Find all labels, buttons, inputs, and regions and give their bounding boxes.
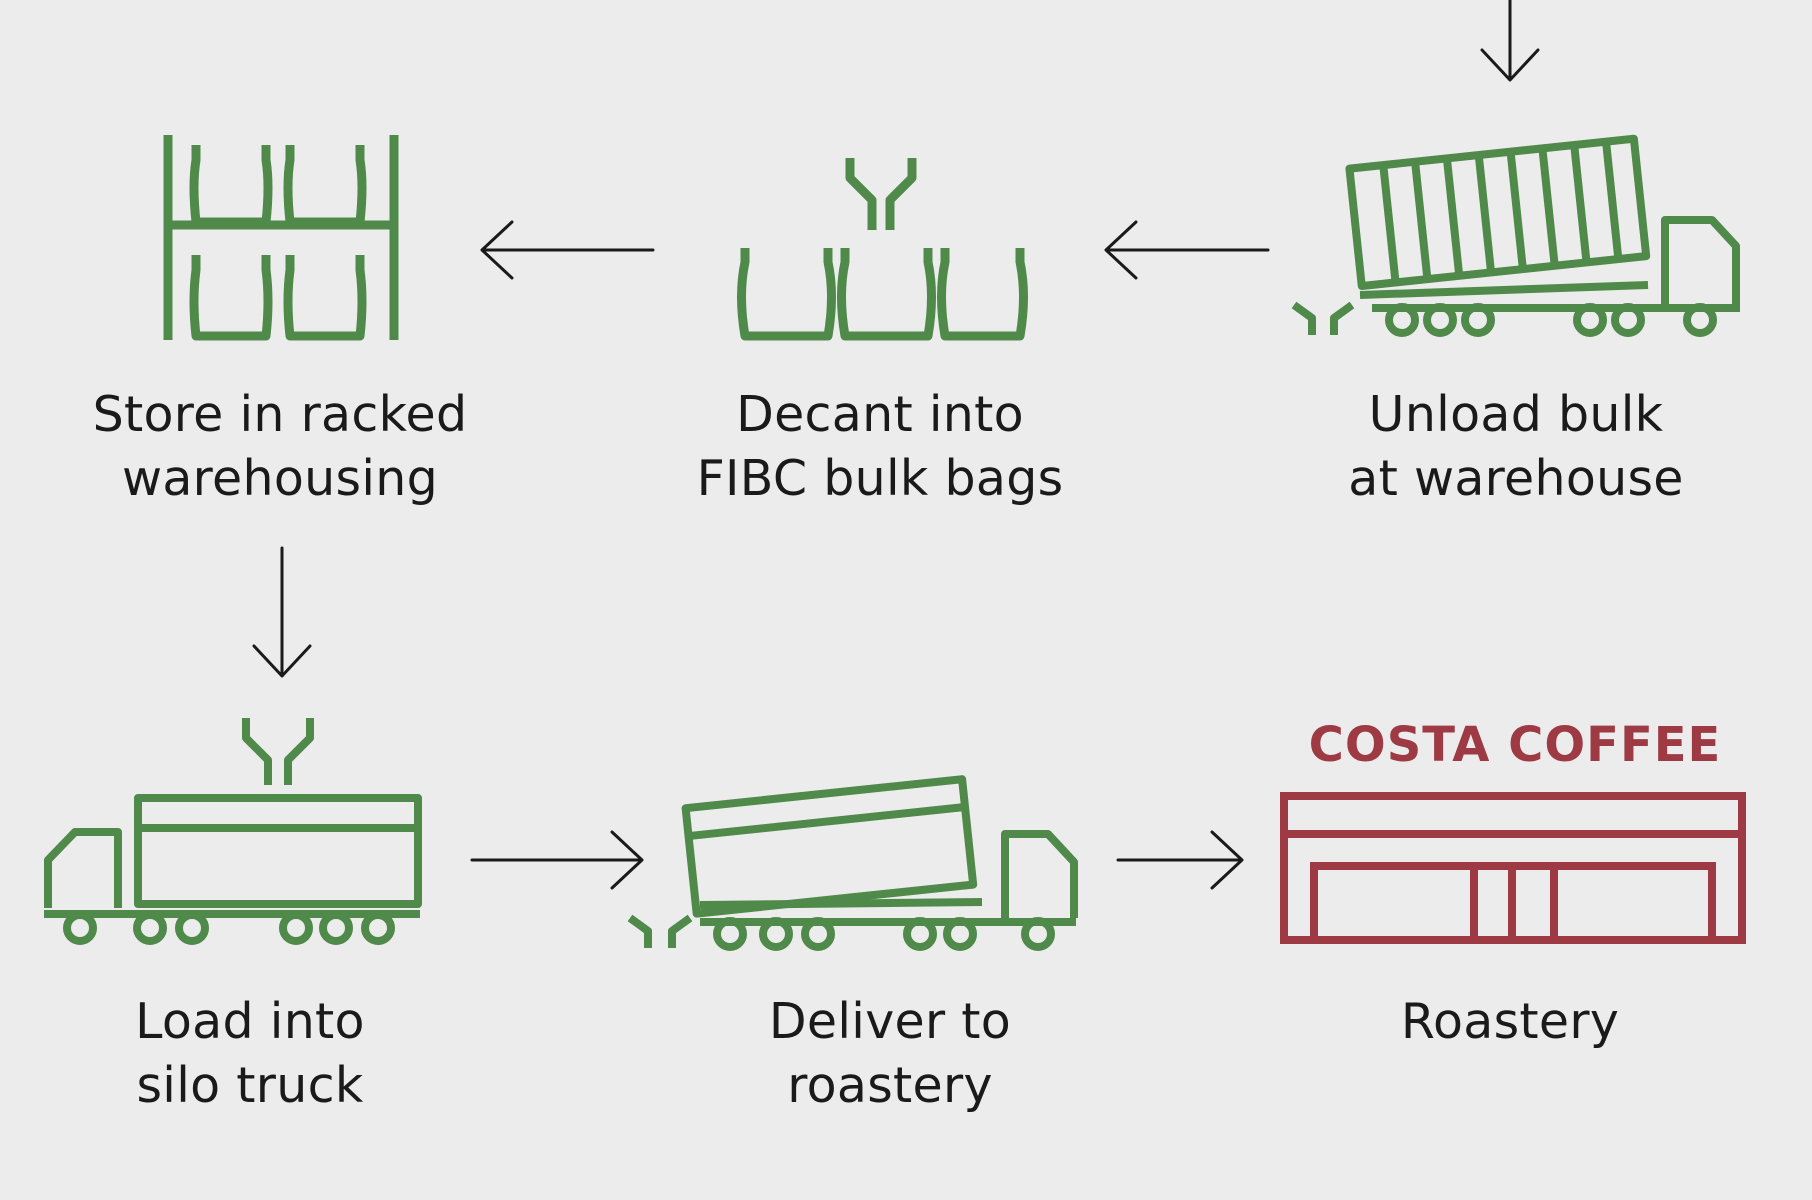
step-label-decant: Decant into FIBC bulk bags	[660, 383, 1100, 511]
step-label-load-line1: Load into	[135, 993, 365, 1050]
step-label-decant-line2: FIBC bulk bags	[696, 450, 1064, 507]
step-label-store-line2: warehousing	[121, 450, 438, 507]
silo-truck-icon	[44, 718, 422, 945]
step-label-store-line1: Store in racked	[92, 386, 468, 443]
arrow-down-store-to-load	[252, 546, 312, 678]
arrow-right-deliver-to-roastery	[1116, 830, 1244, 890]
fibc-bulk-bags-icon	[737, 158, 1028, 341]
step-label-load-line2: silo truck	[136, 1057, 364, 1114]
arrow-left-unload-to-decant	[1104, 220, 1270, 280]
arrow-down-into-unload	[1480, 0, 1540, 82]
step-label-roastery: Roastery	[1290, 990, 1730, 1054]
tipper-truck-icon	[1291, 134, 1740, 337]
step-label-deliver-line2: roastery	[787, 1057, 993, 1114]
step-label-unload-line1: Unload bulk	[1368, 386, 1664, 443]
step-label-roastery-line1: Roastery	[1400, 993, 1620, 1050]
arrow-right-load-to-deliver	[470, 830, 644, 890]
step-label-unload: Unload bulk at warehouse	[1296, 383, 1736, 511]
tipping-silo-truck-icon	[627, 775, 1078, 951]
step-label-unload-line2: at warehouse	[1348, 450, 1684, 507]
step-label-store: Store in racked warehousing	[60, 383, 500, 511]
arrow-left-decant-to-store	[480, 220, 655, 280]
step-label-decant-line1: Decant into	[736, 386, 1024, 443]
step-label-deliver: Deliver to roastery	[670, 990, 1110, 1118]
racked-warehouse-icon	[163, 135, 399, 341]
costa-coffee-logo-text: COSTA COFFEE	[1308, 717, 1722, 773]
arrows	[252, 0, 1540, 890]
step-label-load: Load into silo truck	[30, 990, 470, 1118]
roastery-building-icon	[1280, 792, 1746, 944]
step-label-deliver-line1: Deliver to	[768, 993, 1012, 1050]
